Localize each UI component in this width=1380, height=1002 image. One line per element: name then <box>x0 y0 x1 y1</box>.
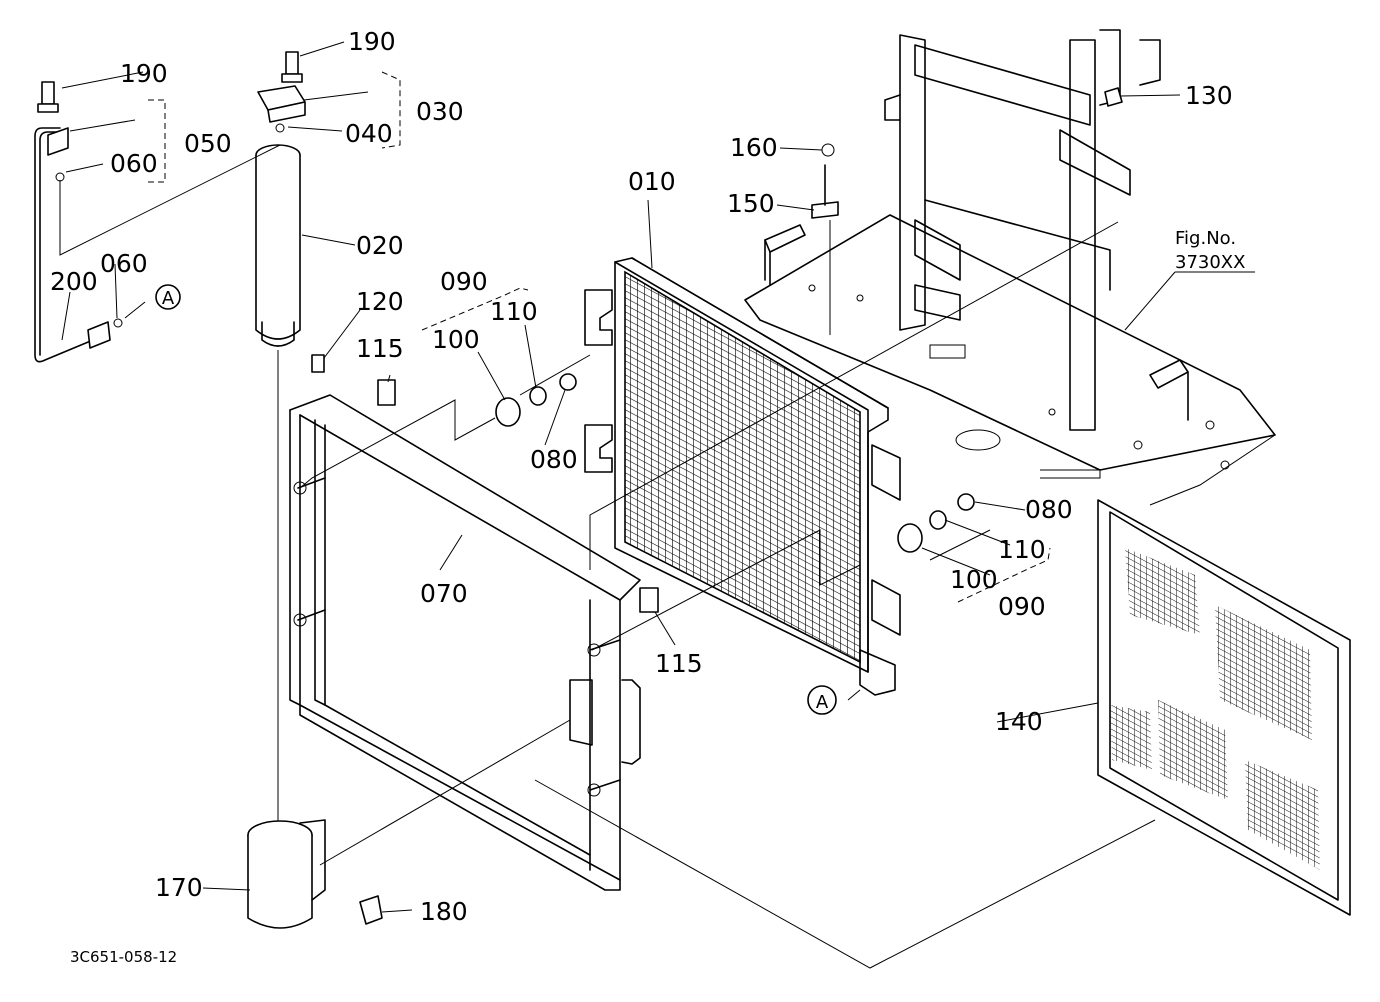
callout-110-top: 110 <box>490 297 538 326</box>
figure-ref-number: 3730XX <box>1175 252 1245 273</box>
callout-100-bottom: 100 <box>950 565 998 594</box>
callout-200: 200 <box>50 267 98 296</box>
frame-structure <box>744 29 1276 506</box>
bracket-150 <box>811 143 839 335</box>
callout-060-top: 060 <box>110 149 158 178</box>
callout-050: 050 <box>184 129 232 158</box>
callout-110-bottom: 110 <box>998 535 1046 564</box>
reference-mark-a-bottom: A <box>807 685 837 715</box>
drier-bracket-170 <box>247 819 326 929</box>
callout-170: 170 <box>155 873 203 902</box>
callout-190-right: 190 <box>348 27 396 56</box>
callout-070: 070 <box>420 579 468 608</box>
callout-020: 020 <box>356 231 404 260</box>
callout-160: 160 <box>730 133 778 162</box>
receiver-drier-020 <box>255 144 301 840</box>
reference-mark-a-top: A <box>155 284 181 310</box>
callout-150: 150 <box>727 189 775 218</box>
callout-090-bottom: 090 <box>998 592 1046 621</box>
wing-nut-130 <box>1104 87 1123 107</box>
callout-140: 140 <box>995 707 1043 736</box>
callout-115-bottom: 115 <box>655 649 703 678</box>
frame-070 <box>289 379 659 891</box>
drawing-code: 3C651-058-12 <box>70 948 177 966</box>
callout-060-bottom: 060 <box>100 249 148 278</box>
callout-130: 130 <box>1185 81 1233 110</box>
callout-080-bottom: 080 <box>1025 495 1073 524</box>
reference-mark-label: A <box>162 288 175 309</box>
callout-180: 180 <box>420 897 468 926</box>
callout-090-top: 090 <box>440 267 488 296</box>
callout-190-left: 190 <box>120 59 168 88</box>
screen-140 <box>1097 499 1351 916</box>
callout-030: 030 <box>416 97 464 126</box>
callout-labels: 190 190 050 060 060 200 030 040 020 120 … <box>50 27 1255 966</box>
callout-080-top: 080 <box>530 445 578 474</box>
condenser-010 <box>584 257 901 696</box>
mounts <box>311 354 975 925</box>
callout-120: 120 <box>356 287 404 316</box>
leader-lines <box>59 41 1181 969</box>
block-valve-030 <box>257 85 306 133</box>
callout-115-top: 115 <box>356 334 404 363</box>
screws-190 <box>37 51 303 113</box>
callout-100-top: 100 <box>432 325 480 354</box>
callout-040: 040 <box>345 119 393 148</box>
reference-mark-label: A <box>816 692 829 713</box>
pipe-050-200 <box>34 127 123 363</box>
callout-010: 010 <box>628 167 676 196</box>
figure-ref-label: Fig.No. <box>1175 228 1236 249</box>
